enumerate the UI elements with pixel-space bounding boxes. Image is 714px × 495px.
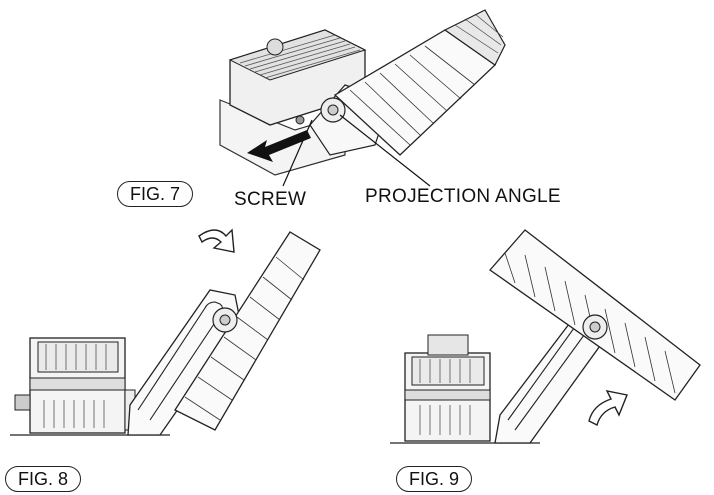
screw-label: SCREW (234, 189, 307, 210)
fig8-label: FIG. 8 (5, 466, 82, 492)
fig9-drawing (390, 229, 701, 444)
fig7-drawing (219, 9, 506, 176)
projection-angle-label: PROJECTION ANGLE (365, 186, 561, 207)
fig8-drawing (10, 231, 321, 436)
left-arrow-icon (247, 130, 311, 162)
rotate-ccw-arrow-icon (588, 390, 628, 427)
fig9-label: FIG. 9 (396, 466, 473, 492)
rotate-cw-arrow-icon (198, 228, 235, 253)
fig7-label: FIG. 7 (117, 181, 194, 207)
